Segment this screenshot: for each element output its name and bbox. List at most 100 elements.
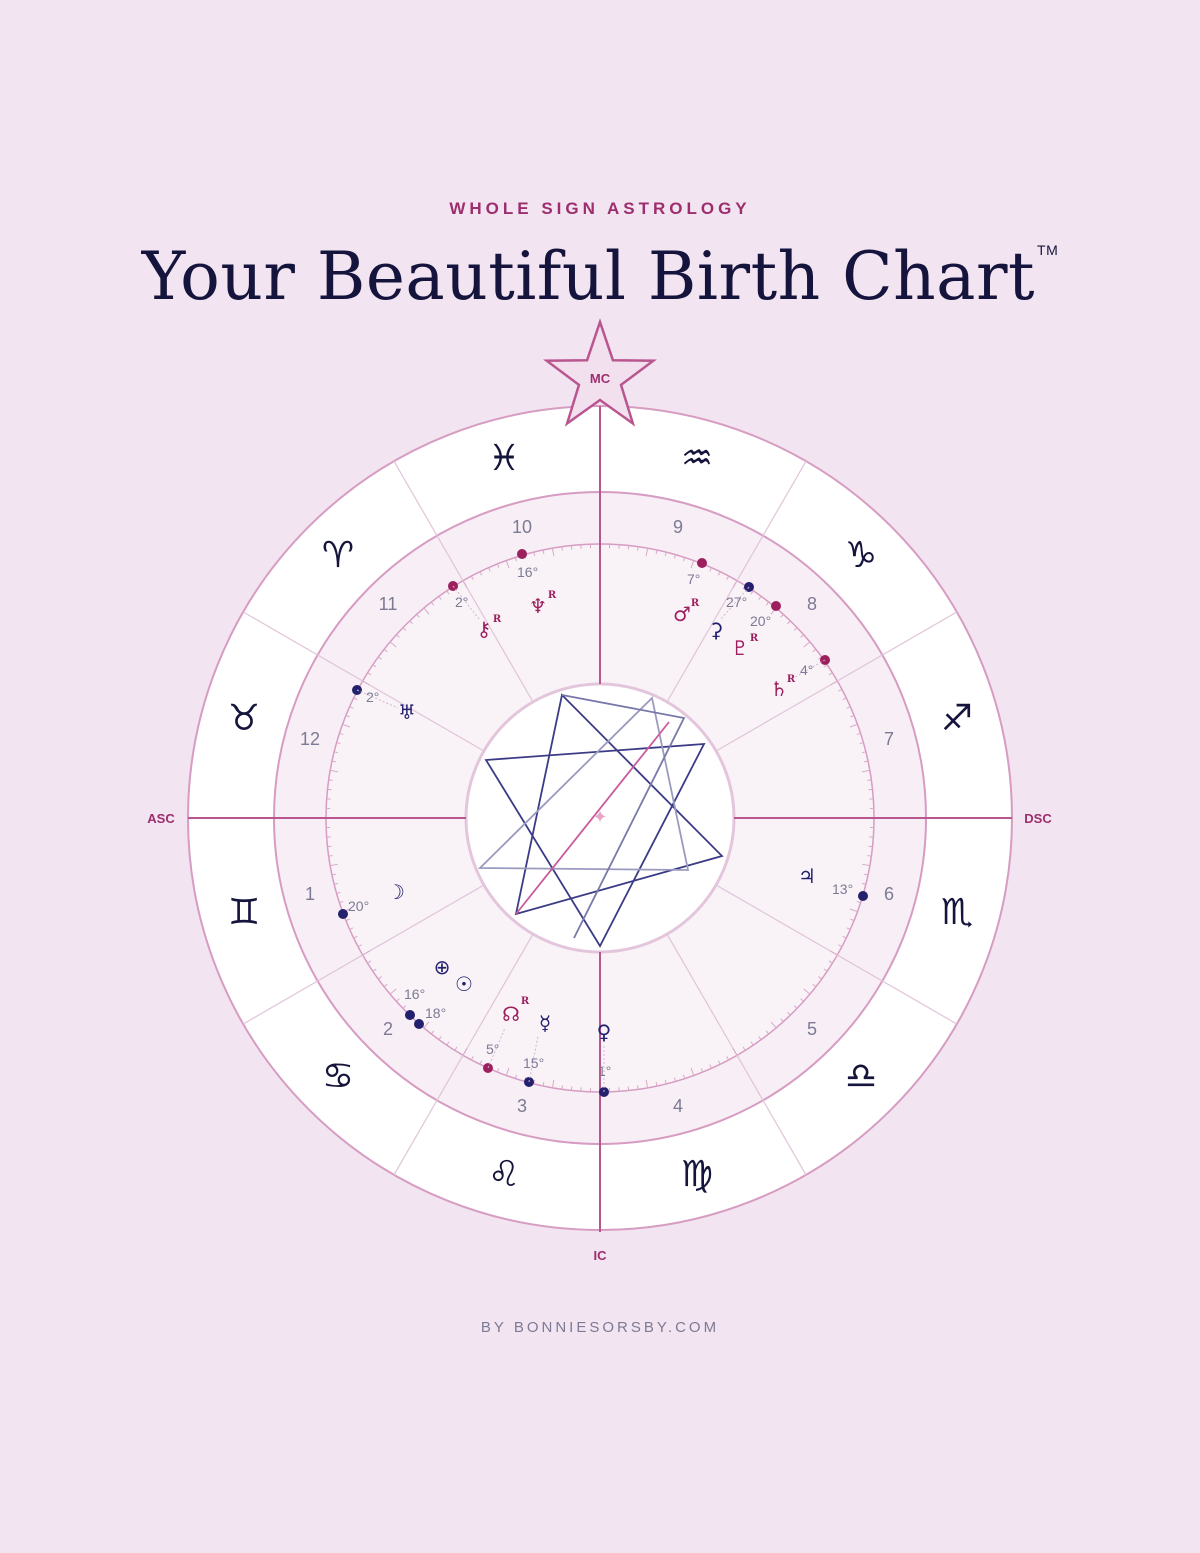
neptune-degree: 16° [517,564,538,580]
degree-tick [830,680,838,686]
degree-tick [378,656,382,660]
degree-tick [664,552,667,557]
degree-tick [446,1041,450,1046]
degree-tick [383,648,388,653]
degree-tick [842,697,847,701]
uranus-degree: 2° [366,689,379,705]
degree-tick [336,741,341,745]
mars-dot [697,558,707,568]
aspect-lines-4 [561,694,686,939]
degree-tick [514,557,518,562]
degree-tick [637,546,639,551]
aspect-triangle-3 [477,696,690,871]
trademark: TM [1037,242,1059,258]
asc-label: ASC [147,811,175,826]
degree-tick [765,1030,770,1035]
house-number-2: 2 [383,1019,393,1039]
degree-tick [470,1056,474,1061]
degree-tick [838,688,843,692]
degree-tick [861,769,870,773]
aspect-triangle-2 [484,742,706,948]
degree-tick [328,779,333,781]
degree-tick [402,1005,407,1009]
planet-glyphs: ☽ ⊕ ☉ ☊ R ☿ ♀ ♃ ♄ R ♇ R ⚳ ♂ R ♆ R ⚷ R ♅ [387,590,816,1044]
degree-tick [353,697,358,701]
degree-tick [750,1041,754,1046]
degree-tick [818,976,822,980]
degree-tick [861,863,870,867]
degree-tick [470,575,474,580]
degree-tick [682,1074,686,1079]
sun-dot [414,1019,424,1029]
moon-icon: ☽ [387,880,405,904]
degree-tick [389,988,397,995]
degree-tick [339,732,344,736]
degree-tick [682,557,686,562]
degree-tick [823,664,828,668]
degree-tick [438,596,442,600]
sun-degree: 18° [425,1005,446,1021]
degree-tick [800,634,804,638]
ic-label: IC [594,1248,608,1263]
degree-tick [645,1079,649,1088]
degree-tick [793,1005,798,1009]
degree-tick [438,1036,442,1040]
uranus-icon: ♅ [398,700,416,724]
house-number-7: 7 [884,729,894,749]
degree-tick [430,601,435,606]
degree-tick [732,1048,738,1056]
degree-tick [479,571,483,576]
venus-degree: 1° [598,1063,611,1079]
degree-tick [765,601,770,606]
mercury-degree: 15° [523,1055,544,1071]
title-text: Your Beautiful Birth Chart [141,238,1036,315]
degree-tick [362,950,370,956]
aquarius-icon: ♒ [681,438,713,479]
house-number-5: 5 [807,1019,817,1039]
degree-tick [446,590,450,595]
degree-tick [367,672,372,676]
degree-tick [867,855,872,857]
degree-tick [673,554,677,559]
ceres-degree: 27° [726,594,747,610]
degree-tick [800,998,804,1002]
degree-tick [842,935,847,939]
degree-tick [770,1021,777,1029]
degree-tick [750,590,754,595]
chiron-retrograde: R [493,614,502,625]
degree-tick [389,641,397,648]
moon-dot [338,909,348,919]
house-number-6: 6 [884,884,894,904]
degree-tick [396,634,400,638]
saturn-icon: ♄ [770,677,788,701]
degree-tick [664,1079,667,1084]
degree-tick [823,968,828,972]
degree-tick [803,988,811,995]
node-leader [487,1027,506,1069]
degree-tick [859,741,864,745]
degree-tick [861,751,866,754]
jupiter-dot [858,891,868,901]
degree-tick [542,549,545,555]
degree-tick [357,944,362,948]
degree-tick [396,998,400,1002]
ceres-icon: ⚳ [709,618,724,642]
earth-degree: 16° [404,986,425,1002]
degree-tick [861,882,866,885]
degree-tick [758,596,762,600]
degree-tick [362,680,370,686]
degree-tick [383,983,388,988]
mars-retrograde: R [691,598,700,609]
degree-tick [812,648,817,653]
house-number-10: 10 [512,517,532,537]
degree-tick [331,873,337,876]
degree-tick [830,950,838,956]
house-number-11: 11 [379,594,398,614]
aspect-triangle-1 [514,693,724,916]
degree-tick [850,714,855,718]
degree-tick [758,1036,762,1040]
footer-credit: BY BONNIESORSBY.COM [480,1319,720,1336]
degree-tick [505,1067,510,1076]
degree-tick [330,769,339,773]
